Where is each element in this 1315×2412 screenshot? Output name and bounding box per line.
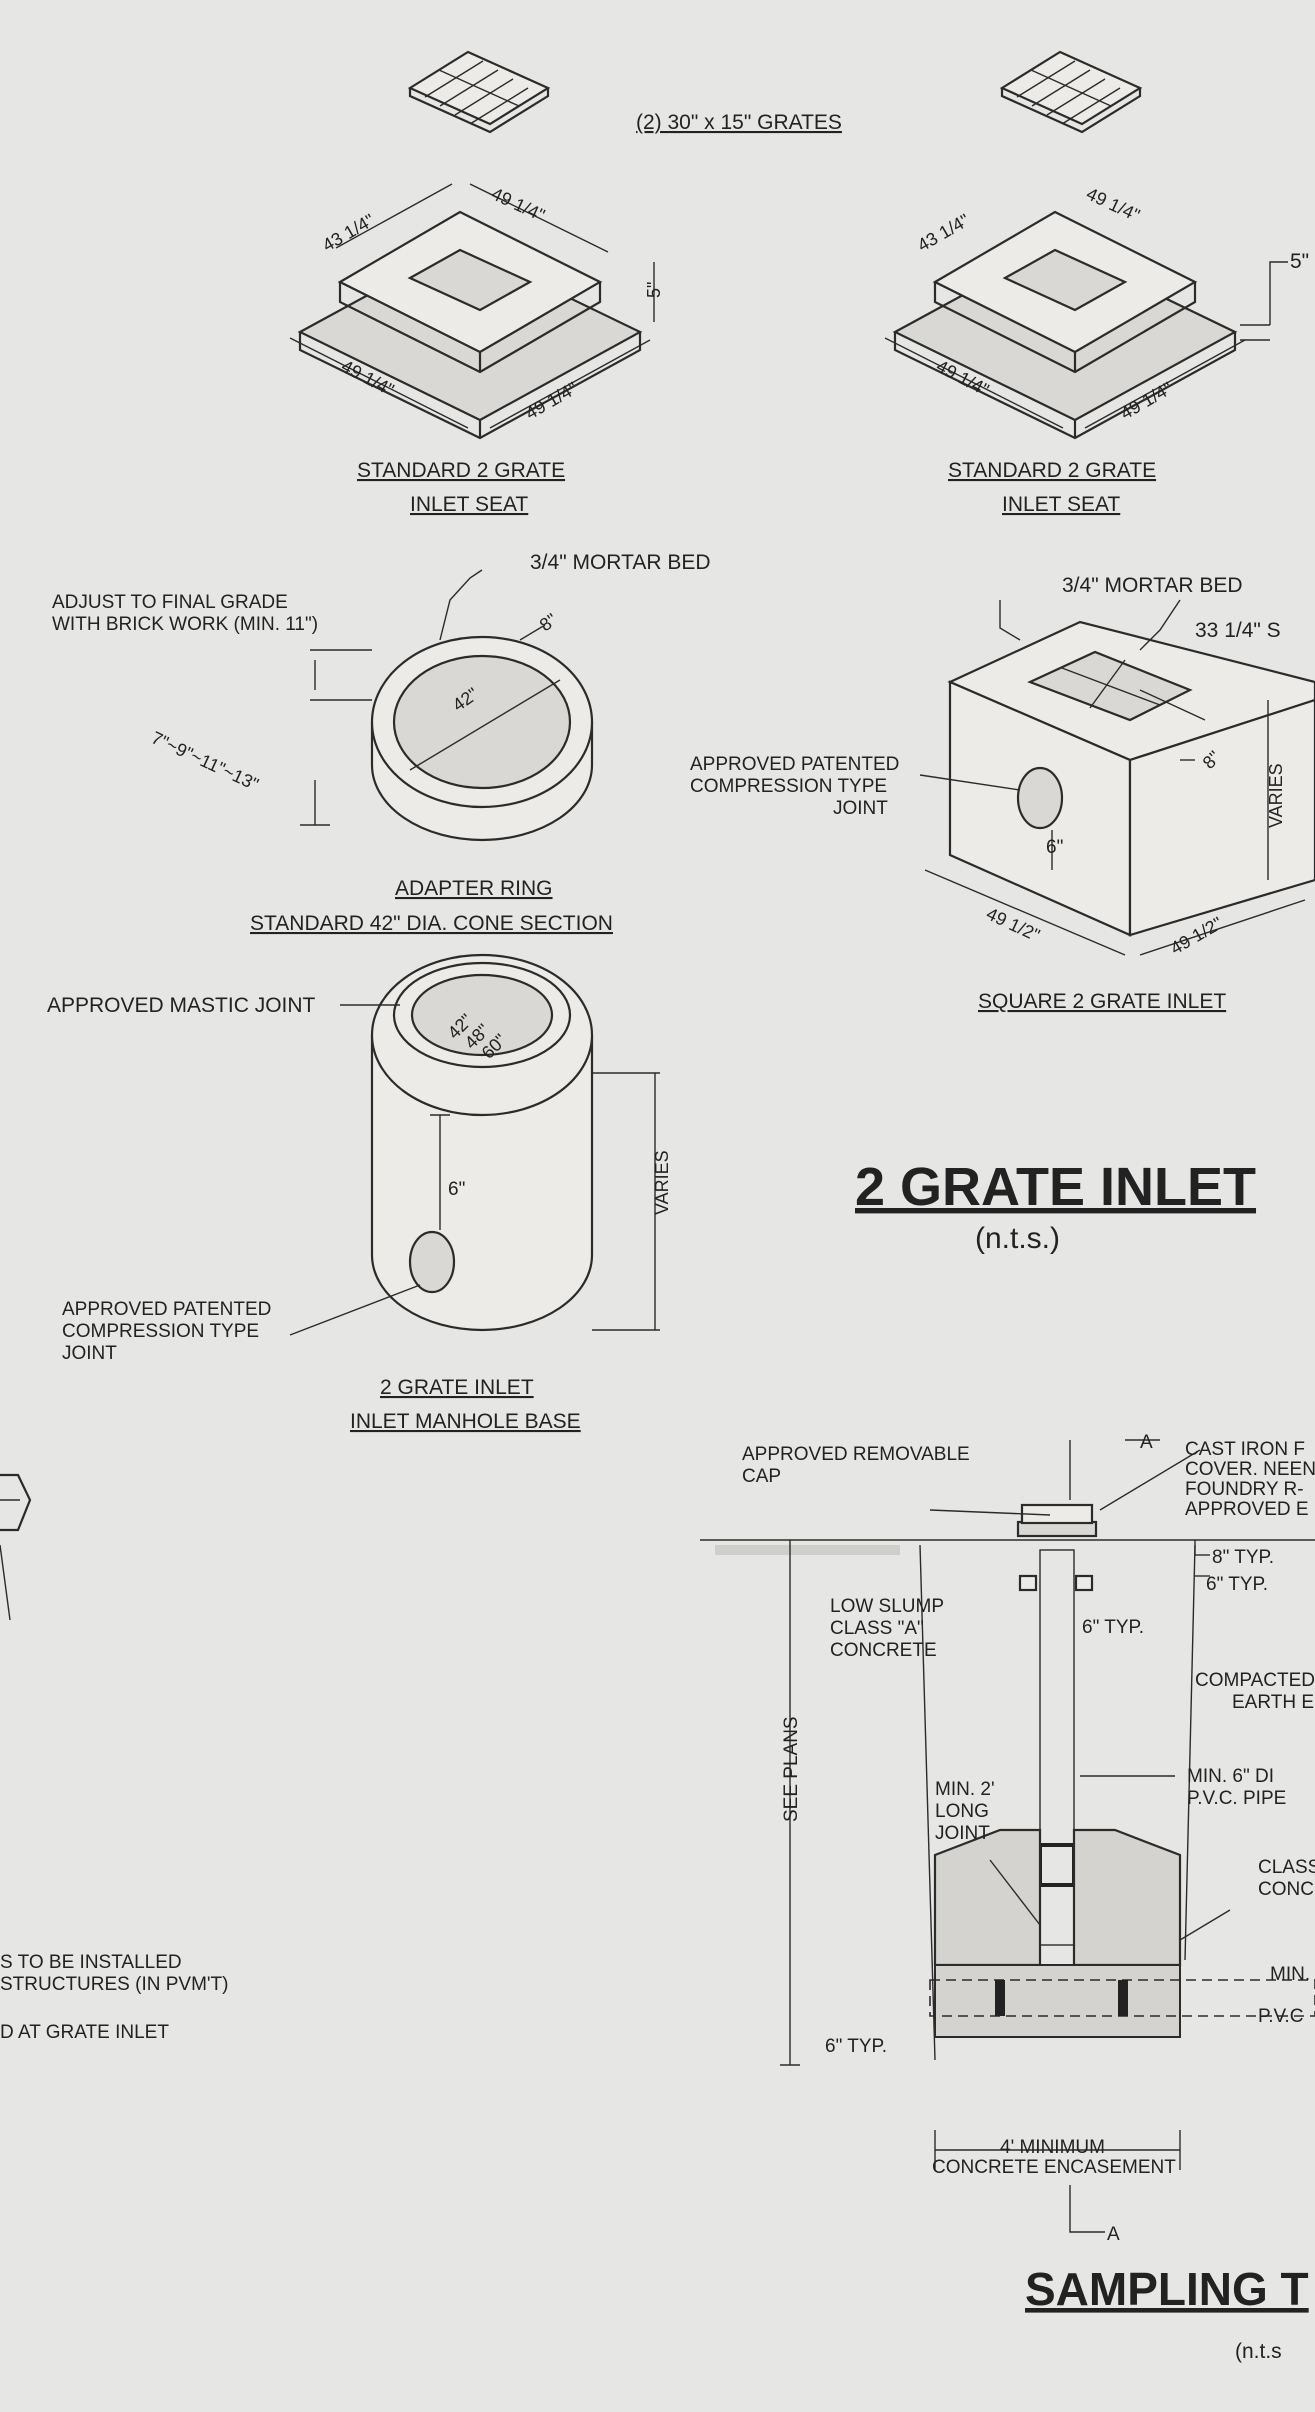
left-edge-fragment	[0, 1473, 32, 1621]
base-varies: VARIES	[652, 1150, 672, 1215]
seat-right-dim-a: 43 1/4"	[914, 210, 973, 256]
min2-line-3: JOINT	[935, 1823, 990, 1844]
ring-wall: 8"	[536, 609, 561, 635]
note-line-3: D AT GRATE INLET	[0, 2022, 169, 2043]
encasement-line-1: 4' MINIMUM	[1000, 2137, 1105, 2158]
typ-6b: 6" TYP.	[1082, 1617, 1144, 1638]
seat-dim-h: 5"	[644, 282, 664, 298]
patent-right-3: JOINT	[833, 798, 888, 819]
cap-line-1: APPROVED REMOVABLE	[742, 1444, 970, 1465]
patent-left-3: JOINT	[62, 1343, 117, 1364]
grates-label: (2) 30" x 15" GRATES	[636, 111, 842, 134]
seat-right-sub: INLET SEAT	[1002, 493, 1120, 516]
cast-line-1: CAST IRON F	[1185, 1439, 1305, 1460]
class-line-1: CLASS	[1258, 1857, 1315, 1878]
see-plans: SEE PLANS	[781, 1716, 802, 1822]
square-49a: 49 1/2"	[983, 903, 1043, 945]
cap-line-2: CAP	[742, 1466, 781, 1487]
ring-title: ADAPTER RING	[395, 877, 553, 900]
patent-left-2: COMPRESSION TYPE	[62, 1321, 259, 1342]
sampling-scale: (n.t.s	[1235, 2340, 1282, 2363]
mortar-right: 3/4" MORTAR BED	[1062, 574, 1243, 597]
min2-line-1: MIN. 2'	[935, 1779, 995, 1800]
inlet-seat-left-graphic	[289, 183, 655, 440]
typ-6a: 6" TYP.	[1206, 1574, 1268, 1595]
square-inlet-graphic	[919, 599, 1315, 956]
manhole-base-graphic	[289, 953, 660, 1336]
pipe-line-2: P.V.C. PIPE	[1187, 1788, 1286, 1809]
slump-line-3: CONCRETE	[830, 1640, 937, 1661]
ring-heights: 7"~9"~11"~13"	[148, 727, 261, 794]
seat-left-title: STANDARD 2 GRATE	[357, 459, 565, 482]
seat-right-title: STANDARD 2 GRATE	[948, 459, 1156, 482]
base-title: 2 GRATE INLET	[380, 1376, 534, 1399]
cast-line-2: COVER. NEEN	[1185, 1459, 1315, 1480]
main-scale: (n.t.s.)	[975, 1222, 1060, 1255]
inlet-seat-right-graphic	[884, 210, 1288, 440]
compacted-line-2: EARTH E	[1232, 1692, 1314, 1713]
typ-8: 8" TYP.	[1212, 1547, 1274, 1568]
main-title: 2 GRATE INLET	[855, 1157, 1256, 1217]
min2-line-2: LONG	[935, 1801, 989, 1822]
ring-sub: STANDARD 42" DIA. CONE SECTION	[250, 912, 613, 935]
grate-right-graphic	[999, 50, 1143, 134]
base-6: 6"	[448, 1179, 465, 1200]
cast-line-4: APPROVED E	[1185, 1499, 1309, 1520]
patent-left-1: APPROVED PATENTED	[62, 1299, 271, 1320]
section-a-bottom: A	[1107, 2224, 1120, 2245]
adapter-ring-graphic	[300, 569, 594, 842]
adjust-line-2: WITH BRICK WORK (MIN. 11")	[52, 614, 318, 635]
square-varies: VARIES	[1266, 763, 1286, 828]
grate-left-graphic	[407, 50, 551, 134]
patent-right-1: APPROVED PATENTED	[690, 754, 899, 775]
class-line-2: CONC	[1258, 1879, 1314, 1900]
square-dim: 33 1/4" S	[1195, 619, 1281, 642]
seat-dim-a: 43 1/4"	[319, 210, 378, 256]
square-title: SQUARE 2 GRATE INLET	[978, 990, 1226, 1013]
seat-right-dim-h: 5"	[1290, 250, 1309, 273]
sampling-title: SAMPLING T	[1025, 2263, 1309, 2315]
cast-line-3: FOUNDRY R-	[1185, 1479, 1304, 1500]
mastic-label: APPROVED MASTIC JOINT	[47, 994, 316, 1017]
square-6: 6"	[1046, 837, 1063, 858]
min-right: MIN.	[1270, 1964, 1310, 1985]
slump-line-1: LOW SLUMP	[830, 1596, 944, 1617]
seat-dim-b: 49 1/4"	[488, 183, 548, 225]
patent-right-2: COMPRESSION TYPE	[690, 776, 887, 797]
seat-left-sub: INLET SEAT	[410, 493, 528, 516]
encasement-line-2: CONCRETE ENCASEMENT	[932, 2157, 1176, 2178]
mortar-left: 3/4" MORTAR BED	[530, 551, 711, 574]
sampling-detail-graphic	[700, 1439, 1315, 2233]
slump-line-2: CLASS "A"	[830, 1618, 924, 1639]
typ-6c: 6" TYP.	[825, 2036, 887, 2057]
pipe-line-1: MIN. 6" DI	[1187, 1766, 1274, 1787]
note-line-2: STRUCTURES (IN PVM'T)	[0, 1974, 228, 1995]
adjust-line-1: ADJUST TO FINAL GRADE	[52, 592, 288, 613]
base-sub: INLET MANHOLE BASE	[350, 1410, 581, 1433]
note-line-1: S TO BE INSTALLED	[0, 1952, 182, 1973]
seat-right-dim-b: 49 1/4"	[1083, 183, 1143, 225]
section-a-top: A	[1140, 1432, 1153, 1453]
pvc-right: P.V.C	[1258, 2006, 1303, 2027]
compacted-line-1: COMPACTED	[1195, 1670, 1315, 1691]
